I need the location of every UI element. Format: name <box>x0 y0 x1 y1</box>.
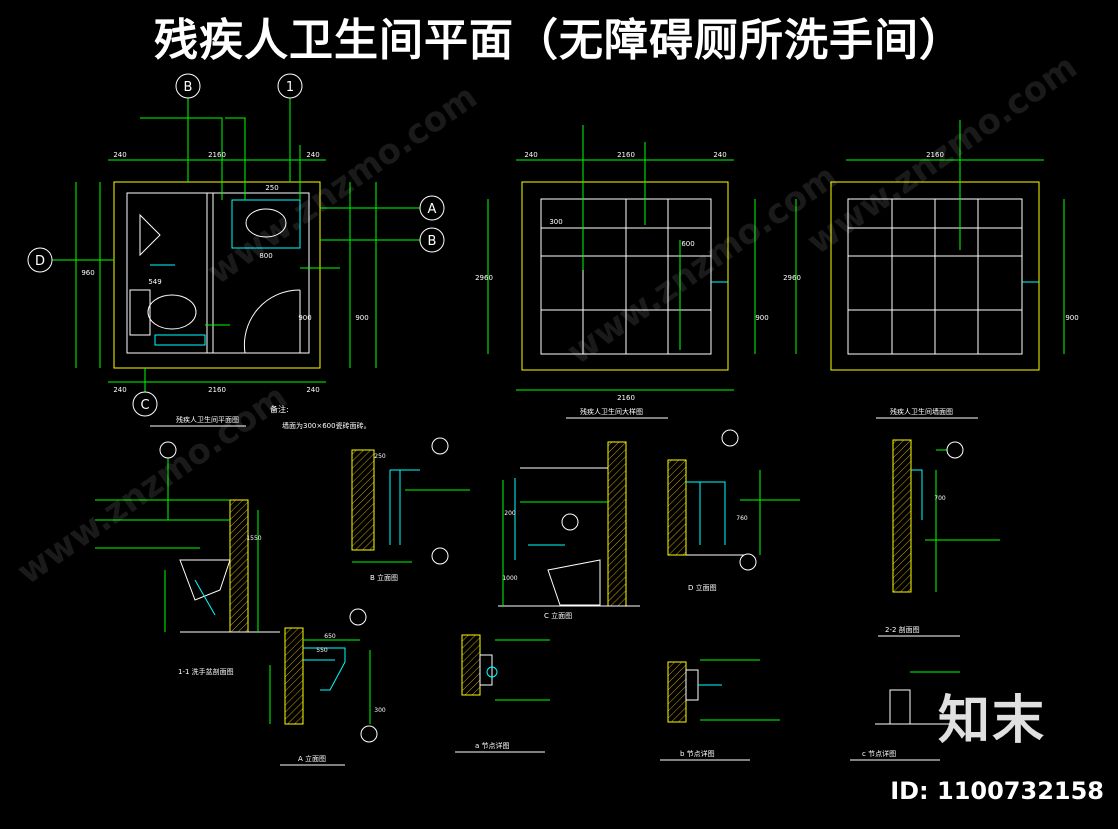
dim-text: 300 <box>374 707 386 714</box>
plan-inner-wall <box>126 192 310 354</box>
elev2-dimension-text: 2160 2960 900 <box>783 151 1079 322</box>
dim-text: 240 <box>113 386 126 394</box>
axis-bubble-a <box>419 195 445 221</box>
dim-text: 2960 <box>783 274 801 282</box>
dim-text: 650 <box>324 633 336 640</box>
plan-door-swing <box>243 289 301 354</box>
detail-caption: c 节点详图 <box>862 749 896 758</box>
detail-dimension-text: 250 650 550 300 200 760 1000 1550 700 <box>246 453 946 714</box>
dim-text: 240 <box>713 151 726 159</box>
axis-bubbles <box>27 73 445 417</box>
detail-caption: 1-1 洗手盆剖面图 <box>178 667 234 676</box>
dim-text: 900 <box>355 314 368 322</box>
dim-text: 2160 <box>617 394 635 402</box>
plan-urinal <box>139 213 161 257</box>
dim-text: 900 <box>755 314 768 322</box>
dim-text: 800 <box>259 252 272 260</box>
image-id-label: ID: 1100732158 <box>890 777 1104 805</box>
dim-text: 240 <box>113 151 126 159</box>
detail-caption: D 立面图 <box>688 583 717 592</box>
axis-bubble-b-top <box>175 73 201 99</box>
detail-caption: a 节点详图 <box>475 741 510 750</box>
dim-text: 200 <box>504 510 516 517</box>
detail-drawings <box>95 439 1000 766</box>
elev1-dimension-text: 240 2160 240 2160 2960 300 600 900 <box>475 151 769 402</box>
dim-text: 900 <box>298 314 311 322</box>
elev1-caption: 残疾人卫生间大样图 <box>580 407 643 416</box>
plan-dimension-text: 240 2160 240 240 2160 240 250 800 549 90… <box>81 151 368 394</box>
axis-bubble-b-right <box>419 227 445 253</box>
axis-label: 1 <box>286 80 294 95</box>
plan-wash-basin <box>231 199 301 249</box>
dim-text: 600 <box>681 240 694 248</box>
elevation-tile-grid-2 <box>795 120 1065 371</box>
detail-caption: 2-2 剖面图 <box>885 625 920 634</box>
dim-text: 240 <box>524 151 537 159</box>
dim-text: 240 <box>306 151 319 159</box>
dim-text: 1550 <box>246 535 261 542</box>
dim-text: 700 <box>934 495 946 502</box>
axis-label: B <box>184 80 193 95</box>
axis-bubble-1 <box>277 73 303 99</box>
note-label: 备注: <box>270 404 289 414</box>
dim-text: 300 <box>549 218 562 226</box>
dim-text: 549 <box>148 278 161 286</box>
detail-caption: b 节点详图 <box>680 749 715 758</box>
plan-caption: 残疾人卫生间平面图 <box>176 415 239 424</box>
page-title: 残疾人卫生间平面（无障碍厕所洗手间） <box>154 15 964 66</box>
axis-labels: B 1 A B D C <box>35 80 437 413</box>
axis-bubble-c <box>132 391 158 417</box>
dim-text: 250 <box>265 184 278 192</box>
dim-text: 900 <box>1065 314 1078 322</box>
detail-bubbles <box>159 429 964 743</box>
note-text: 墙面为300×600瓷砖面砖。 <box>282 421 371 430</box>
dim-text: 550 <box>316 647 328 654</box>
dim-text: 2160 <box>926 151 944 159</box>
axis-label: A <box>428 202 437 217</box>
elev2-caption: 残疾人卫生间墙面图 <box>890 407 953 416</box>
dim-text: 240 <box>306 386 319 394</box>
plan-outer-wall <box>113 181 321 369</box>
detail-caption: B 立面图 <box>370 573 398 582</box>
dim-text: 960 <box>81 269 94 277</box>
dim-text: 250 <box>374 453 386 460</box>
plan-toilet-tank <box>129 289 151 336</box>
axis-label: C <box>140 398 149 413</box>
plan-toilet <box>147 294 197 330</box>
axis-label: D <box>35 254 45 269</box>
dim-text: 2160 <box>617 151 635 159</box>
axis-bubble-d <box>27 247 53 273</box>
dim-text: 1000 <box>502 575 517 582</box>
dim-text: 760 <box>736 515 748 522</box>
axis-label: B <box>428 234 437 249</box>
dim-text: 2160 <box>208 386 226 394</box>
dim-text: 2160 <box>208 151 226 159</box>
detail-captions: 1-1 洗手盆剖面图 B 立面图 C 立面图 D 立面图 2-2 剖面图 A 立… <box>178 573 920 763</box>
detail-caption: A 立面图 <box>298 754 326 763</box>
dim-text: 2960 <box>475 274 493 282</box>
elevation-tile-grid-1 <box>487 125 756 391</box>
brand-logo-text: 知末 <box>937 691 1046 751</box>
detail-caption: C 立面图 <box>544 611 572 620</box>
floor-plan <box>52 98 420 392</box>
